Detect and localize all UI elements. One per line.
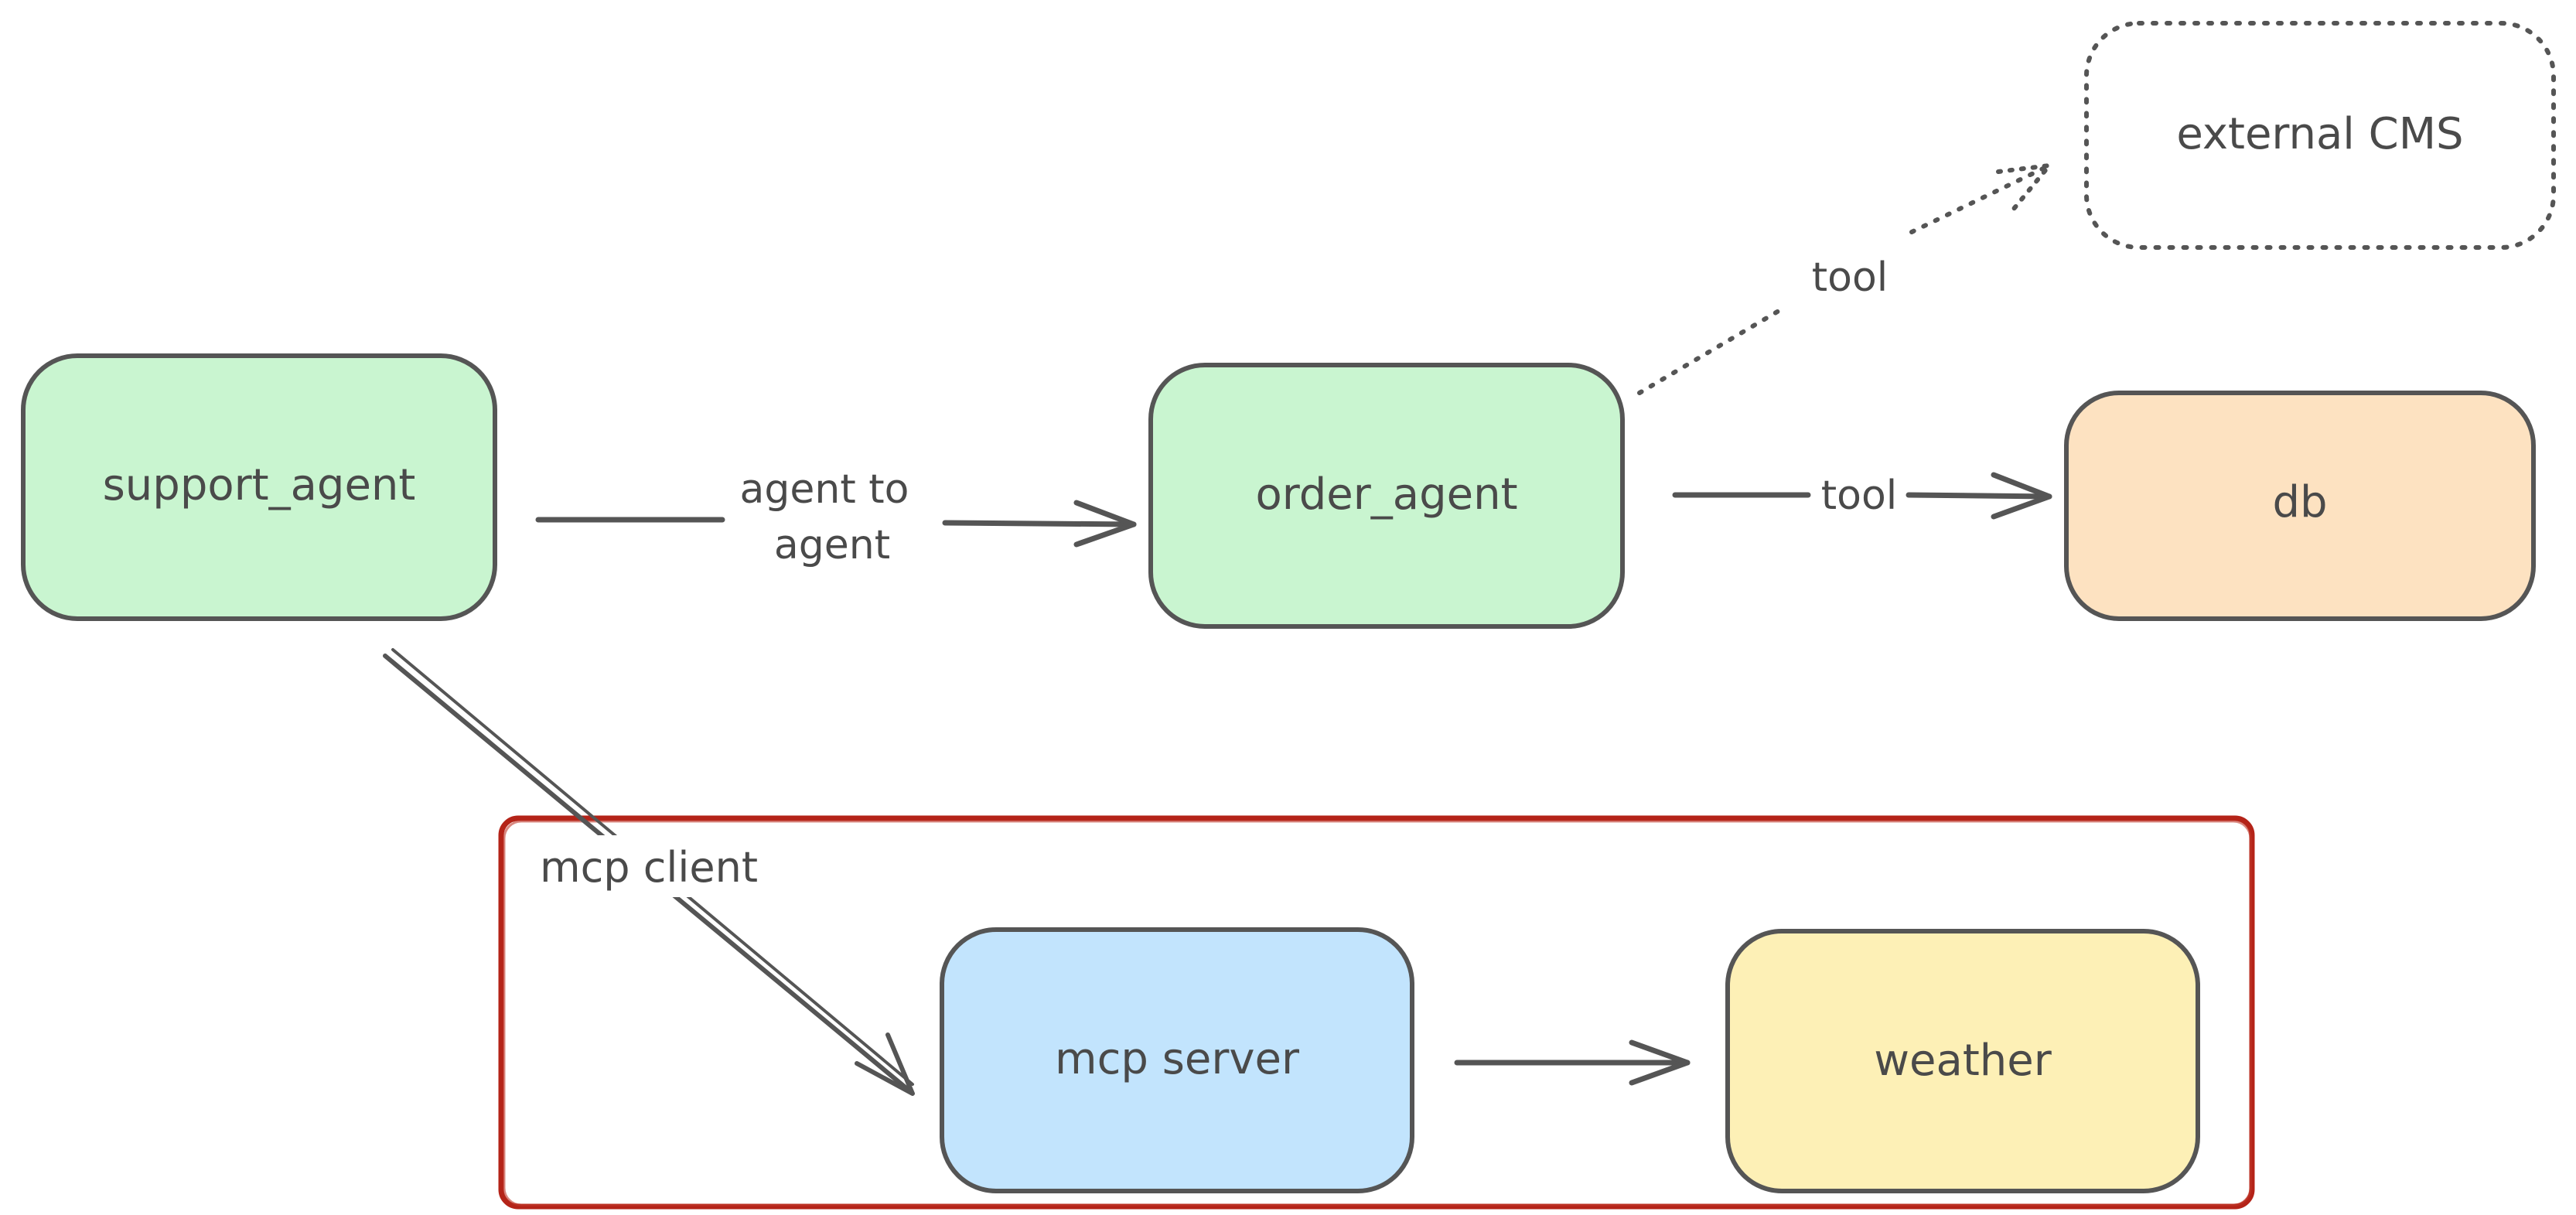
arrowhead-icon (1629, 1039, 1691, 1086)
edge-agent-to-agent[interactable]: agent to agent (535, 466, 1137, 568)
edge-label-tool-cms: tool (1812, 254, 1888, 301)
node-label-mcp-server: mcp server (1055, 1034, 1300, 1084)
edge-order-to-external-cms[interactable]: tool (1637, 163, 2052, 395)
node-label-db: db (2272, 477, 2327, 527)
arrowhead-icon (1073, 500, 1137, 548)
edge-label-tool-db: tool (1821, 473, 1897, 519)
node-label-support-agent: support_agent (103, 460, 416, 510)
node-mcp-server[interactable]: mcp server (940, 927, 1414, 1193)
node-support-agent[interactable]: support_agent (21, 353, 497, 621)
group-label-mcp-client: mcp client (540, 843, 758, 892)
node-label-external-cms: external CMS (2176, 109, 2463, 159)
mcp-client-group[interactable] (498, 815, 2255, 1210)
arrowhead-icon (855, 1032, 915, 1096)
node-weather[interactable]: weather (1725, 929, 2200, 1193)
arrowhead-icon (1991, 472, 2052, 520)
node-label-weather: weather (1874, 1036, 2052, 1086)
edge-order-to-db[interactable]: tool (1672, 472, 2052, 520)
node-label-order-agent: order_agent (1255, 469, 1517, 520)
node-order-agent[interactable]: order_agent (1148, 363, 1625, 629)
node-external-cms[interactable]: external CMS (2084, 21, 2556, 250)
edge-mcp-server-to-weather[interactable] (1454, 1039, 1691, 1086)
edge-label-agent-to-agent-line1: agent to (740, 466, 909, 513)
group-label-bg (534, 835, 766, 897)
edge-label-agent-to-agent-line2: agent (774, 522, 890, 568)
node-db[interactable]: db (2064, 391, 2536, 621)
